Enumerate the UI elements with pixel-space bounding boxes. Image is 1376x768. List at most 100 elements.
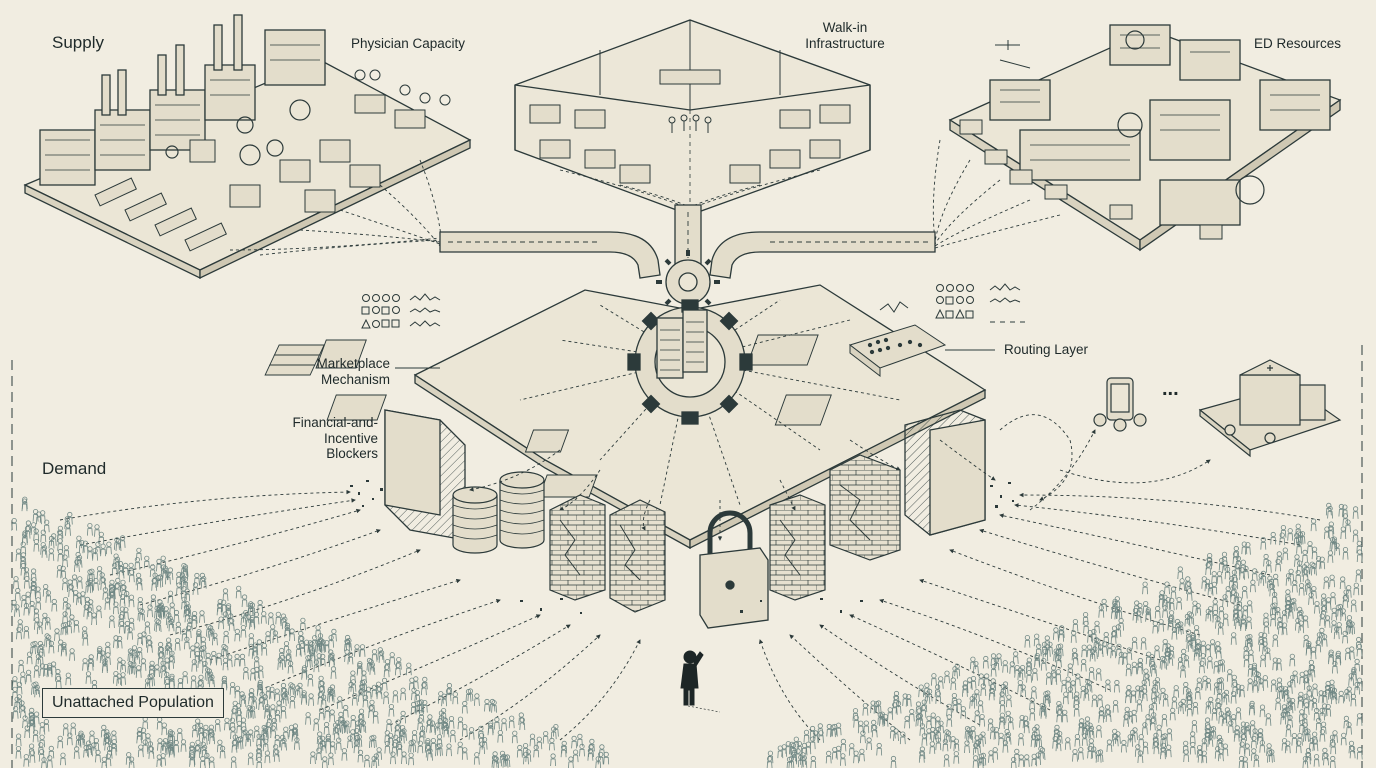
crowd-person [935, 691, 942, 704]
unattached-population-label: Unattached Population [42, 688, 224, 718]
crowd-person [200, 575, 207, 589]
crowd-person [1249, 720, 1256, 733]
crowd-person [1205, 701, 1212, 714]
crowd-person [110, 742, 117, 756]
crowd-person [1297, 695, 1304, 709]
crowd-person [69, 648, 75, 661]
crowd-person [262, 694, 269, 707]
crowd-person [1246, 637, 1253, 651]
crowd-person [46, 755, 53, 768]
crowd-person [148, 664, 155, 678]
crowd-person [163, 606, 170, 619]
crowd-person [1302, 756, 1309, 768]
crowd-person [1206, 556, 1212, 570]
crowd-person [73, 746, 80, 759]
crowd-person [1298, 582, 1305, 596]
crowd-person [1327, 505, 1333, 519]
crowd-person [493, 756, 500, 768]
crowd-person [1216, 688, 1223, 702]
crowd-person [1025, 661, 1032, 674]
crowd-person [1223, 689, 1230, 703]
crowd-person [247, 603, 254, 616]
crowd-person [1204, 731, 1210, 745]
crowd-person [1225, 585, 1232, 599]
crowd-person [87, 577, 94, 591]
marketplace-mechanism-label: Marketplace Mechanism [316, 356, 390, 387]
crowd-person [1287, 528, 1294, 541]
crowd-person [840, 738, 847, 752]
crowd-person [101, 756, 108, 768]
crowd-person [192, 724, 198, 738]
crowd-person [181, 596, 187, 610]
crowd-person [1040, 706, 1047, 719]
crowd-person [1321, 634, 1328, 647]
crowd-person [577, 733, 583, 747]
crowd-person [899, 731, 906, 745]
crowd-person [1311, 585, 1317, 599]
crowd-person [1186, 636, 1193, 649]
crowd-person [1292, 670, 1298, 684]
crowd-person [1033, 633, 1040, 647]
crowd-person [173, 739, 180, 753]
crowd-person [1029, 697, 1035, 711]
crowd-person [199, 755, 206, 768]
crowd-person [1342, 595, 1349, 608]
crowd-person [1184, 576, 1191, 589]
phone-and-clinic [1093, 359, 1342, 458]
crowd-person [45, 634, 52, 648]
crowd-person [445, 688, 452, 702]
crowd-person [219, 745, 226, 759]
crowd-person [1246, 616, 1252, 630]
supply-pipes [439, 204, 936, 279]
crowd-person [853, 750, 859, 764]
crowd-person [181, 628, 188, 642]
crowd-person [1231, 674, 1238, 688]
crowd-person [135, 572, 142, 586]
crowd-person [199, 610, 205, 623]
crowd-person [1194, 644, 1201, 658]
crowd-person [371, 684, 378, 698]
crowd-person [427, 714, 433, 727]
crowd-person [319, 735, 326, 749]
crowd-person [1247, 663, 1254, 677]
crowd-person [589, 738, 595, 752]
crowd-person [1267, 575, 1273, 589]
crowd-person [1145, 609, 1151, 622]
crowd-person [1205, 724, 1212, 737]
crowd-person [1315, 639, 1322, 653]
crowd-person [240, 612, 247, 626]
crowd-person [361, 679, 368, 692]
crowd-person [499, 750, 506, 764]
crowd-person [62, 611, 68, 624]
crowd-person [1332, 660, 1338, 674]
crowd-person [1319, 627, 1325, 641]
crowd-person [977, 734, 984, 747]
crowd-person [142, 716, 149, 730]
crowd-person [56, 529, 63, 543]
crowd-person [253, 611, 260, 625]
crowd-person [1328, 521, 1335, 535]
physician-capacity-label: Physician Capacity [351, 36, 466, 51]
crowd-person [890, 755, 897, 768]
crowd-person [114, 577, 121, 591]
crowd-person [1239, 741, 1245, 755]
crowd-person [1177, 566, 1184, 580]
crowd-person [1249, 700, 1255, 714]
crowd-person [1176, 596, 1182, 610]
crowd-person [474, 693, 480, 706]
crowd-person [28, 743, 35, 757]
crowd-person [987, 718, 994, 732]
crowd-person [935, 737, 942, 751]
crowd-person [72, 589, 79, 603]
crowd-person [262, 738, 269, 752]
crowd-person [57, 548, 64, 562]
crowd-person [980, 683, 987, 697]
crowd-person [195, 630, 202, 644]
crowd-person [104, 737, 111, 751]
crowd-person [350, 670, 356, 684]
crowd-person [266, 714, 273, 727]
crowd-person [308, 693, 314, 706]
crowd-person [19, 700, 25, 714]
crowd-person [553, 723, 559, 737]
crowd-person [1017, 667, 1024, 681]
